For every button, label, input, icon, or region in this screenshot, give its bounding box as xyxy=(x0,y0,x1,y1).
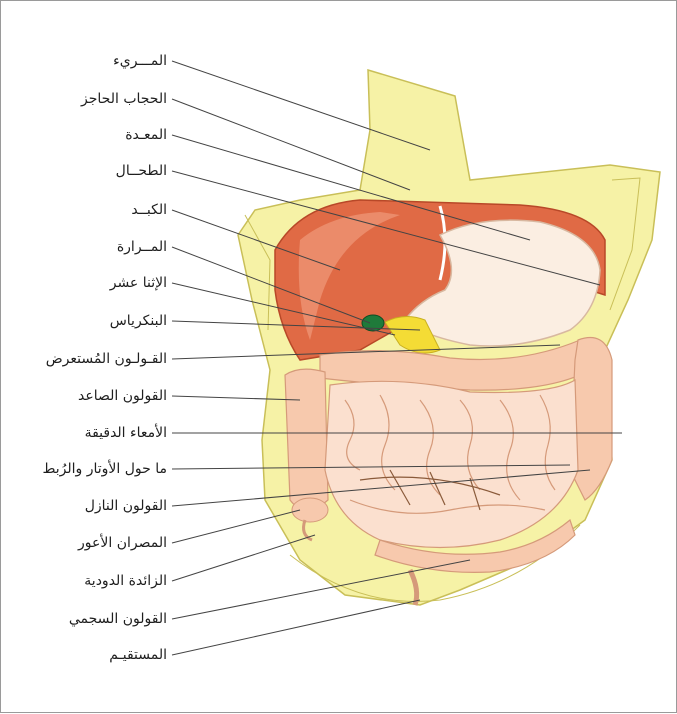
cecum xyxy=(292,498,328,522)
label-gallbladder: المــرارة xyxy=(117,238,167,256)
label-pancreas: البنكرياس xyxy=(110,312,167,330)
ascending-colon xyxy=(285,369,328,510)
label-transverse-colon: القـولـون المُستعرض xyxy=(46,350,167,368)
label-descending-colon: القولون النازل xyxy=(85,497,167,515)
label-duodenum: الإثنا عشر xyxy=(110,274,167,292)
label-cecum: المصران الأعور xyxy=(78,534,167,552)
label-spleen: الطحــال xyxy=(116,162,167,180)
label-liver: الكبــد xyxy=(131,201,167,219)
label-stomach: المعـدة xyxy=(125,126,167,144)
label-sigmoid-colon: القولون السجمي xyxy=(69,610,167,628)
label-rectum: المستقيـم xyxy=(109,646,167,664)
label-diaphragm: الحجاب الحاجز xyxy=(81,90,167,108)
label-appendix: الزائدة الدودية xyxy=(84,572,167,590)
label-small-intestine: الأمعاء الدقيقة xyxy=(85,424,167,442)
label-mesentery: ما حول الأوتار والرُبط xyxy=(42,460,167,478)
label-ascending-colon: القولون الصاعد xyxy=(78,387,167,405)
label-esophagus: المـــريء xyxy=(113,52,167,70)
